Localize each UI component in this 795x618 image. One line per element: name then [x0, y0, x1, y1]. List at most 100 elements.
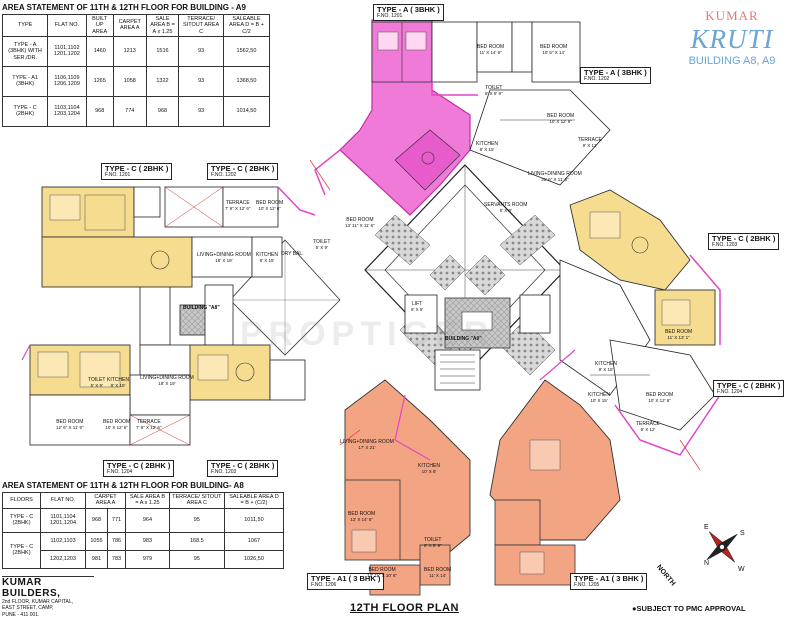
table-cell: 968 [85, 507, 108, 533]
table-header: TERRACE/ SITOUT AREA C [168, 492, 225, 509]
builder-name: KUMAR BUILDERS, [2, 577, 61, 599]
builder-address-line: 2nd FLOOR, KUMAR CAPITAL, [2, 599, 74, 605]
table-row: TYPE - C (2BHK) 1102,1103 1055 786 983 1… [1, 531, 285, 569]
table-row: TYPE - C (2BHK) 1103,1104 1203,1204 968 … [1, 95, 271, 127]
table-header: TERRACE/ SITOUT AREA C [178, 14, 224, 37]
type-label-a8-1202: TYPE - C ( 2BHK )F.NO. 1202 [207, 163, 279, 181]
builder-address-line: EAST STREET, CAMP, [2, 605, 54, 612]
table-cell: 979 [125, 549, 170, 569]
table-cell: 771 [106, 507, 127, 533]
table-cell: 1106,1109 1206,1209 [47, 65, 87, 97]
area-table-a8: FLOORS FLAT NO. CARPET AREA A SALE AREA … [1, 492, 285, 569]
table-cell: 1102,1103 [40, 531, 86, 551]
table-cell: TYPE - C (2BHK) [1, 507, 42, 533]
table-cell: 786 [106, 531, 127, 551]
table-cell: 1516 [145, 35, 180, 67]
table-cell: 981 [85, 549, 108, 569]
table-header: FLOORS [1, 492, 42, 509]
type-label-a8-1203: TYPE - C ( 2BHK )F.NO. 1203 [207, 460, 279, 478]
table-cell: 1103,1104 1203,1204 [47, 95, 87, 127]
table-cell: 1055 [85, 531, 108, 551]
table-cell: 1368,50 [222, 65, 271, 97]
type-label-a1-1205: TYPE - A1 ( 3 BHK )F.NO. 1205 [570, 573, 648, 591]
area-table-a9: TYPE FLAT NO. BUILT UP AREA CARPET AREA … [1, 14, 271, 127]
table-cell: 1014,50 [222, 95, 271, 127]
plan-title: 12TH FLOOR PLAN [350, 602, 459, 614]
table-cell: 1011,50 [223, 507, 285, 533]
table-cell: 1101,1104 1201,1204 [40, 507, 86, 533]
table-header: CARPET AREA A [84, 492, 127, 509]
table-cell: TYPE - C (2BHK) [1, 531, 42, 569]
table-row: 1202,1203 981 783 979 95 1026,50 [3, 549, 285, 569]
table-cell: 1026,50 [223, 549, 285, 569]
type-label-a9-1202: TYPE - A ( 3BHK )F.NO. 1202 [580, 67, 651, 85]
a8-flat-1201 [41, 186, 193, 288]
a8-courtyard [229, 239, 341, 356]
a9-right-white-rooms [559, 259, 721, 456]
type-a1-flat-1205 [489, 379, 621, 586]
building-label-a8: BUILDING "A8" [183, 305, 220, 311]
brand-logo-text: KRUTI [690, 24, 774, 54]
central-core [404, 294, 551, 391]
table-cell: TYPE - C (2BHK) [1, 95, 49, 127]
compass-north: N [704, 560, 710, 567]
a8-flat-1202 [164, 186, 316, 278]
table-header: SALE AREA B = A x 1.25 [125, 492, 170, 509]
table-cell: 968 [85, 95, 114, 127]
table-cell: 783 [106, 549, 127, 569]
table-cell: 1213 [112, 35, 147, 67]
type-label-a9-1201: TYPE - A ( 3BHK )F.NO. 1201 [373, 4, 444, 22]
table-cell: 95 [168, 549, 225, 569]
type-c-flat-1203 [569, 189, 721, 346]
table-cell: 964 [125, 507, 170, 533]
table-cell: 168.5 [168, 531, 225, 551]
type-label-a8-1201: TYPE - C ( 2BHK )F.NO. 1201 [101, 163, 173, 181]
table-cell: 93 [178, 35, 224, 67]
approval-note: ●SUBJECT TO PMC APPROVAL [632, 604, 746, 613]
type-label-a9-1204: TYPE - C ( 2BHK )F.NO. 1204 [713, 380, 785, 398]
type-label-a8-1204: TYPE - C ( 2BHK )F.NO. 1204 [103, 460, 175, 478]
table-cell: 983 [125, 531, 170, 551]
compass-east: E [704, 524, 709, 531]
dimension-arrows [309, 159, 701, 471]
table-header: BUILT UP AREA [85, 14, 114, 37]
area-table-a9-title: AREA STATEMENT OF 11TH & 12TH FLOOR FOR … [2, 3, 247, 12]
table-cell: 774 [112, 95, 147, 127]
table-cell: 95 [168, 507, 225, 533]
builder-block: KUMAR BUILDERS, 2nd FLOOR, KUMAR CAPITAL… [2, 576, 94, 618]
table-cell: 1101,1102 1201,1202 [47, 35, 87, 67]
type-a-flat-1201 [339, 19, 471, 216]
table-cell: 968 [145, 95, 180, 127]
compass-south: S [740, 530, 745, 537]
brand-line-1: KUMAR [705, 8, 759, 23]
brand-subtitle: BUILDING A8, A9 [688, 55, 776, 67]
table-header: FLAT NO. [40, 492, 86, 509]
a8-flat-1204 [21, 344, 191, 446]
area-table-a8-title: AREA STATEMENT OF 11TH & 12TH FLOOR FOR … [2, 481, 244, 490]
a8-flat-1203 [189, 344, 306, 401]
table-cell: 1058 [112, 65, 147, 97]
type-a-white-rooms [431, 21, 611, 186]
room-label: DRY BAL. [281, 251, 304, 257]
